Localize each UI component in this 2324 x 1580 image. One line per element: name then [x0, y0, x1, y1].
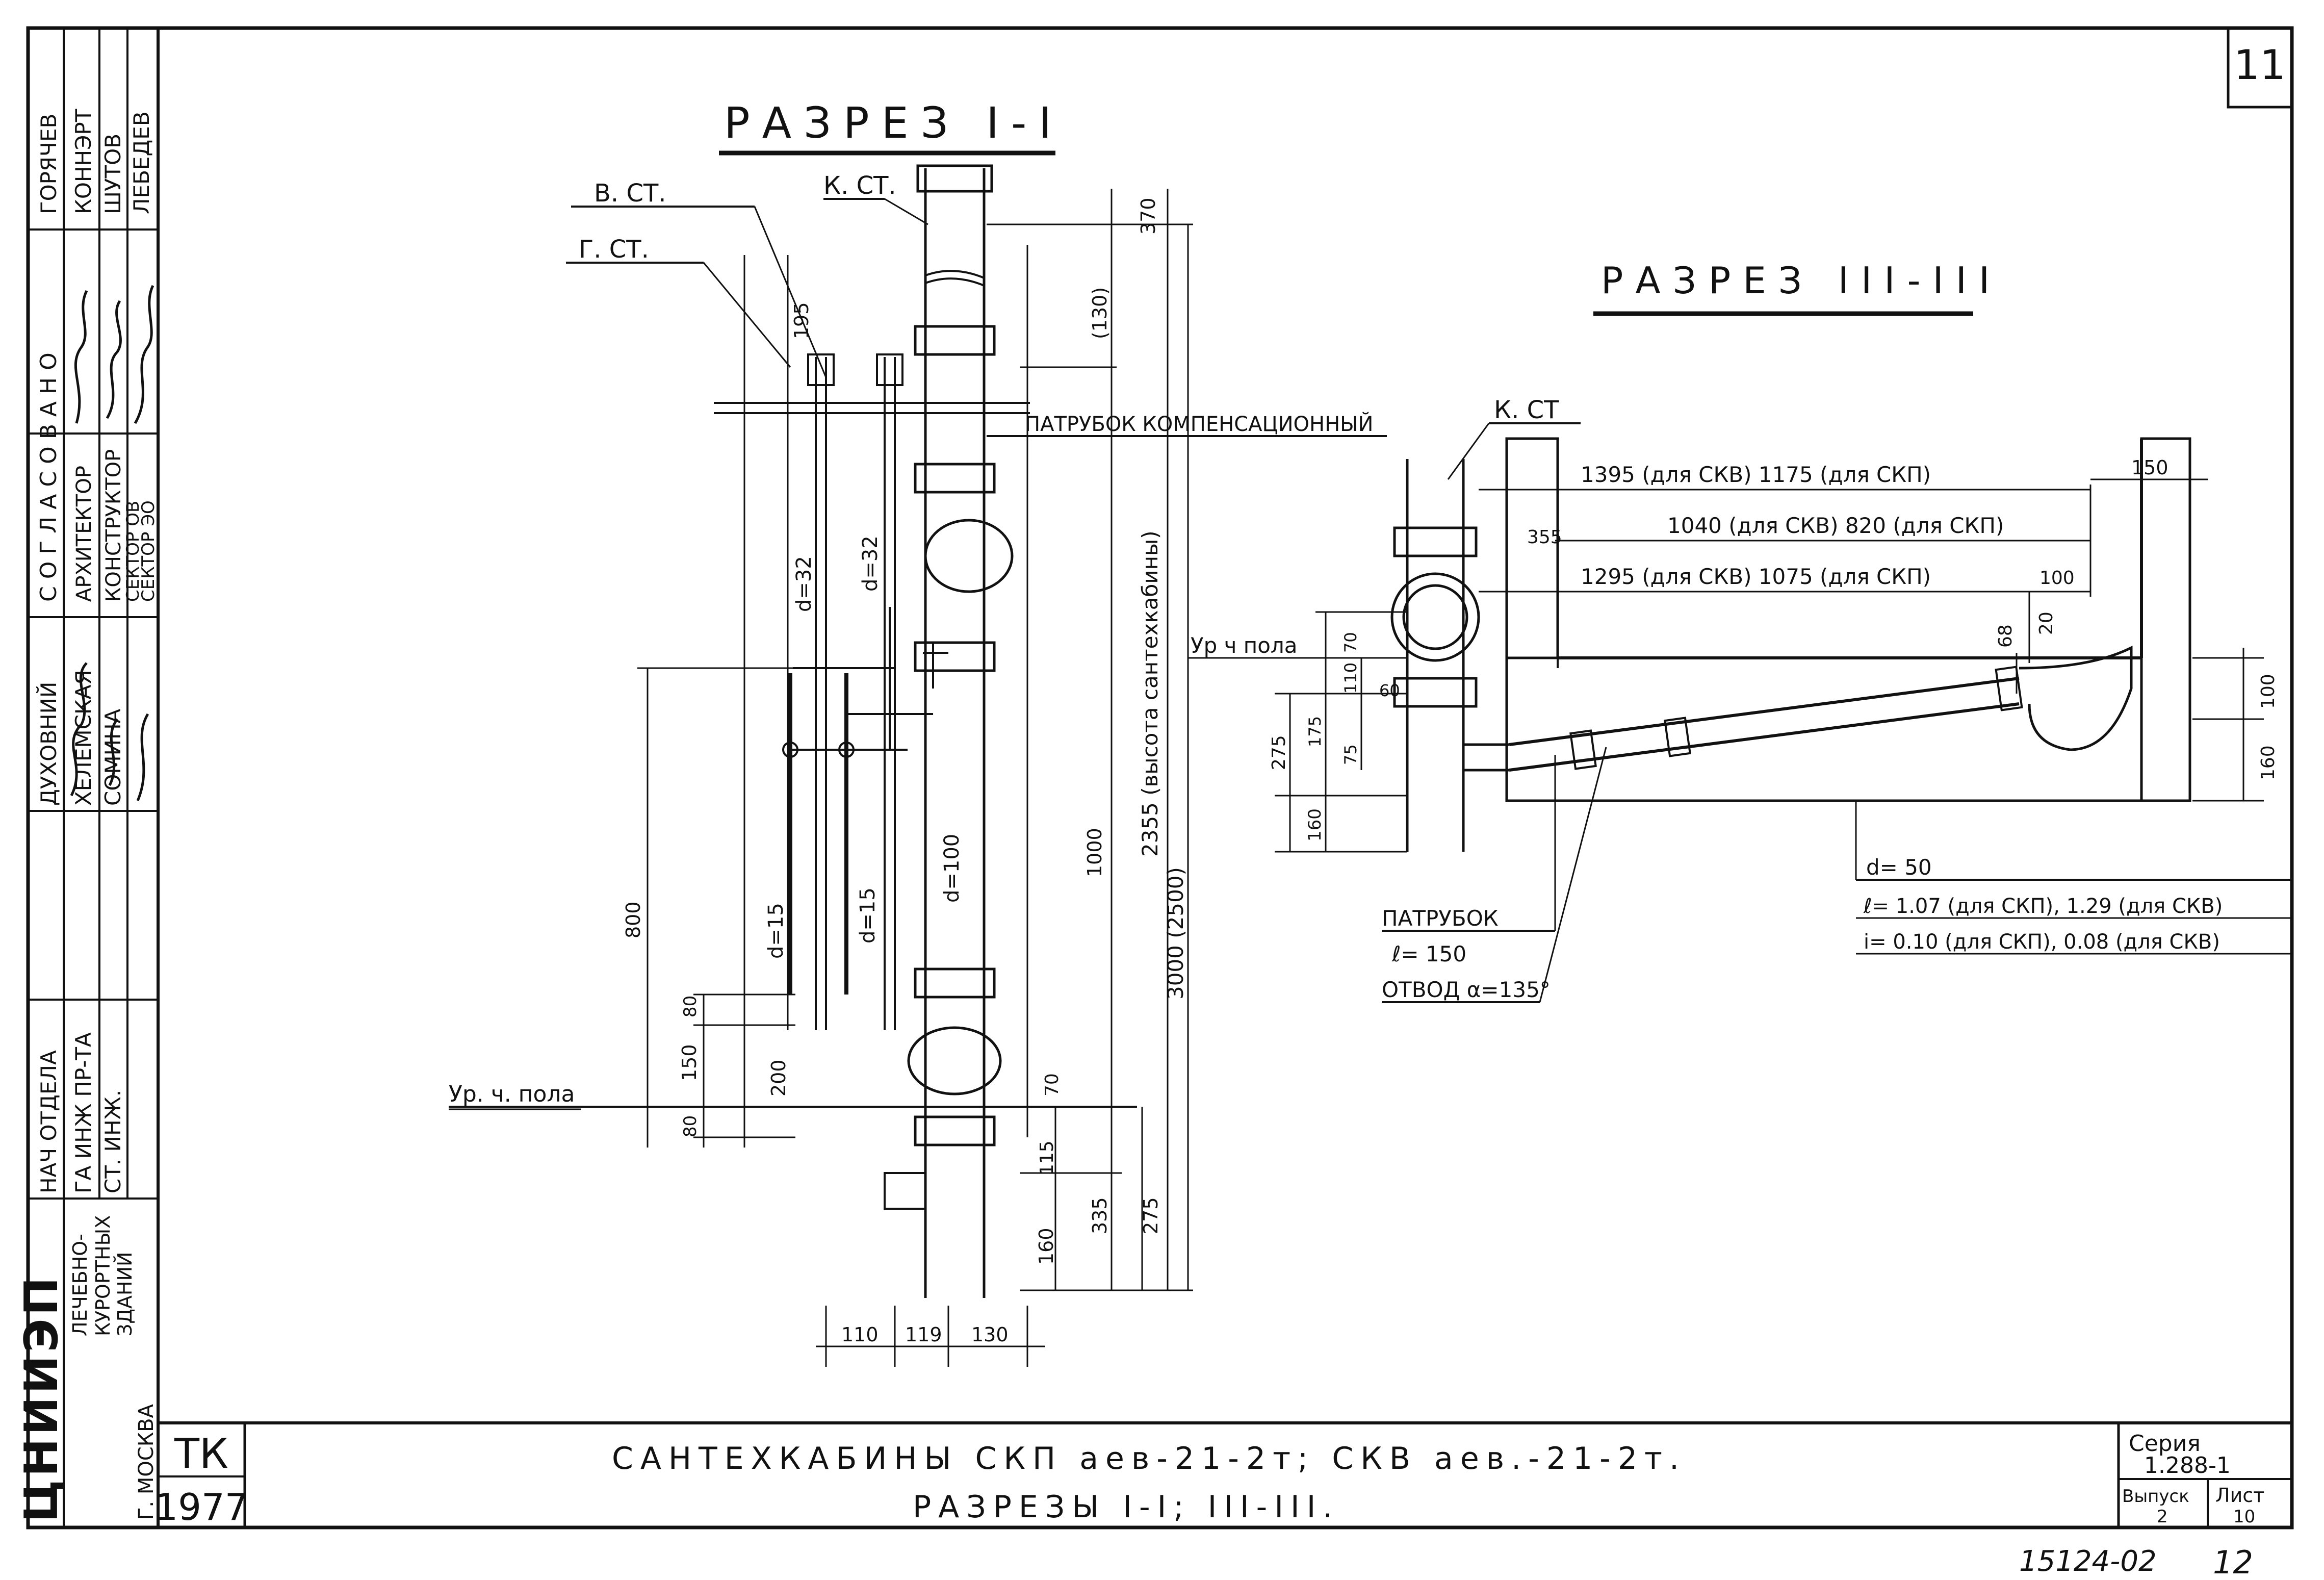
org-logo: ЦНИИЭП [15, 1274, 68, 1522]
agreed-name-4: ЛЕБЕДЕВ [129, 111, 154, 214]
drawing-title-2: РАЗРЕЗЫ I-I; III-III. [913, 1489, 1340, 1525]
agreed-role-4: СЕКТОР ЭО [138, 500, 159, 602]
label-g-st: Г. СТ. [579, 235, 649, 264]
role-2: ГА ИНЖ ПР-ТА [71, 1032, 96, 1193]
label-patrubok-l: ℓ= 150 [1391, 941, 1466, 966]
dim-110h: 110 [841, 1323, 879, 1346]
section-3-title: РАЗРЕЗ III-III [1601, 259, 2002, 302]
dim-115: 115 [1037, 1140, 1057, 1176]
dim-80b: 80 [680, 1115, 701, 1137]
dim-160: 160 [1035, 1228, 1057, 1265]
signatures [70, 285, 154, 801]
dim3-60: 60 [1379, 681, 1400, 700]
dim-370: 370 [1137, 197, 1159, 235]
sheet-value: 10 [2233, 1507, 2255, 1527]
sheet-frame [26, 26, 2294, 1530]
agreed-name-1: ГОРЯЧЕВ [36, 114, 61, 214]
label-v-st: В. СТ. [594, 179, 666, 208]
dim3-175: 175 [1305, 716, 1325, 747]
dim3-100b: 100 [2258, 674, 2279, 709]
label-l1295: 1295 (для СКВ) 1075 (для СКП) [1581, 564, 1931, 589]
dim-275: 275 [1140, 1197, 1162, 1234]
dim3-70: 70 [1341, 632, 1360, 653]
label-length: ℓ= 1.07 (для СКП), 1.29 (для СКВ) [1863, 895, 2223, 918]
label-d15b: d=15 [856, 887, 880, 944]
dim3-75: 75 [1341, 744, 1360, 765]
label-otvod: ОТВОД α=135° [1382, 977, 1551, 1002]
dim3-20: 20 [2036, 611, 2057, 635]
label-patrubok: ПАТРУБОК [1382, 906, 1499, 931]
section-3-drawing [1188, 311, 2292, 1003]
dim3-355: 355 [1527, 527, 1562, 548]
agreed-name-2: КОННЭРТ [71, 109, 96, 214]
org-type-1: ЛЕЧЕБНО- [69, 1234, 91, 1336]
doc-number: 15124-02 [2019, 1545, 2157, 1578]
agreed-name-3: ШУТОВ [100, 134, 125, 214]
bottom-title-block [158, 1423, 2292, 1527]
dim-1000: 1000 [1083, 828, 1106, 877]
role-1: НАЧ ОТДЕЛА [36, 1050, 61, 1193]
agreed-role-2: КОНСТРУКТОР [102, 449, 125, 602]
series-value: 1.288-1 [2144, 1452, 2231, 1479]
dim-335: 335 [1089, 1197, 1111, 1234]
dim3-160b: 160 [1305, 808, 1325, 842]
org-city: Г. МОСКВА [135, 1404, 158, 1520]
agreed-role-1: АРХИТЕКТОР [72, 466, 96, 602]
left-title-block [28, 28, 158, 1527]
dim3-150: 150 [2131, 456, 2168, 479]
org-type-2: КУРОРТНЫХ [92, 1215, 114, 1336]
doc-year: 1977 [154, 1486, 248, 1528]
dim-200: 200 [767, 1059, 790, 1097]
label-l1040: 1040 (для СКВ) 820 (для СКП) [1667, 513, 2004, 538]
issue-value: 2 [2157, 1507, 2168, 1527]
dim-70: 70 [1042, 1073, 1063, 1097]
section-1-title: РАЗРЕЗ I-I [724, 98, 1064, 148]
label-slope: i= 0.10 (для СКП), 0.08 (для СКВ) [1864, 930, 2220, 954]
doc-code: ТК [174, 1430, 228, 1477]
section-1-drawing [449, 150, 1387, 1367]
label-l1395: 1395 (для СКВ) 1175 (для СКП) [1581, 462, 1931, 487]
org-type-3: ЗДАНИЙ [114, 1252, 136, 1336]
dim-119h: 119 [905, 1323, 942, 1346]
agreed-header: СОГЛАСОВАНО [36, 345, 62, 602]
label-d32b: d=32 [859, 536, 882, 592]
label-d50: d= 50 [1866, 855, 1932, 880]
name-3: СОМИНА [100, 708, 125, 806]
label-patrubok-komp: ПАТРУБОК КОМПЕНСАЦИОННЫЙ [1025, 412, 1373, 436]
issue-label: Выпуск [2122, 1486, 2189, 1507]
dim-150: 150 [678, 1044, 701, 1081]
label-d15a: d=15 [764, 903, 788, 959]
dim-130v: (130) [1089, 287, 1111, 339]
label-h3000: 3000 (2500) [1163, 867, 1188, 1000]
label-d100: d=100 [940, 834, 964, 903]
page-number: 12 [2213, 1544, 2253, 1580]
dim3-110: 110 [1341, 662, 1360, 694]
label-d32a: d=32 [792, 556, 816, 612]
label-k-st-3: К. СТ [1494, 396, 1559, 424]
dim-195: 195 [790, 302, 813, 339]
label-k-st-1: К. СТ. [823, 171, 896, 200]
sheet-number: 11 [2234, 41, 2286, 89]
dim-80a: 80 [680, 996, 701, 1017]
dim3-68: 68 [1995, 624, 2016, 648]
label-floor-3: Ур ч пола [1191, 633, 1298, 658]
role-3: СТ. ИНЖ. [100, 1090, 125, 1193]
dim3-160a: 160 [2258, 745, 2279, 780]
name-1: ДУХОВНИЙ [36, 682, 61, 806]
agreed-role-3: СЕКТОР ОВ [123, 501, 143, 602]
drawing-title-1: САНТЕХКАБИНЫ СКП аев-21-2т; СКВ аев.-21-… [612, 1441, 1686, 1476]
dim3-100a: 100 [2039, 568, 2075, 589]
series-label: Серия [2129, 1431, 2201, 1457]
sheet-label: Лист [2215, 1484, 2264, 1507]
dim-130h: 130 [971, 1323, 1009, 1346]
dim3-275: 275 [1269, 735, 1289, 770]
label-floor-1: Ур. ч. пола [449, 1081, 575, 1107]
dim-800: 800 [622, 901, 644, 938]
label-height: 2355 (высота сантехкабины) [1138, 530, 1163, 857]
name-2: ХЕЛЕМСКАЯ [71, 670, 96, 806]
